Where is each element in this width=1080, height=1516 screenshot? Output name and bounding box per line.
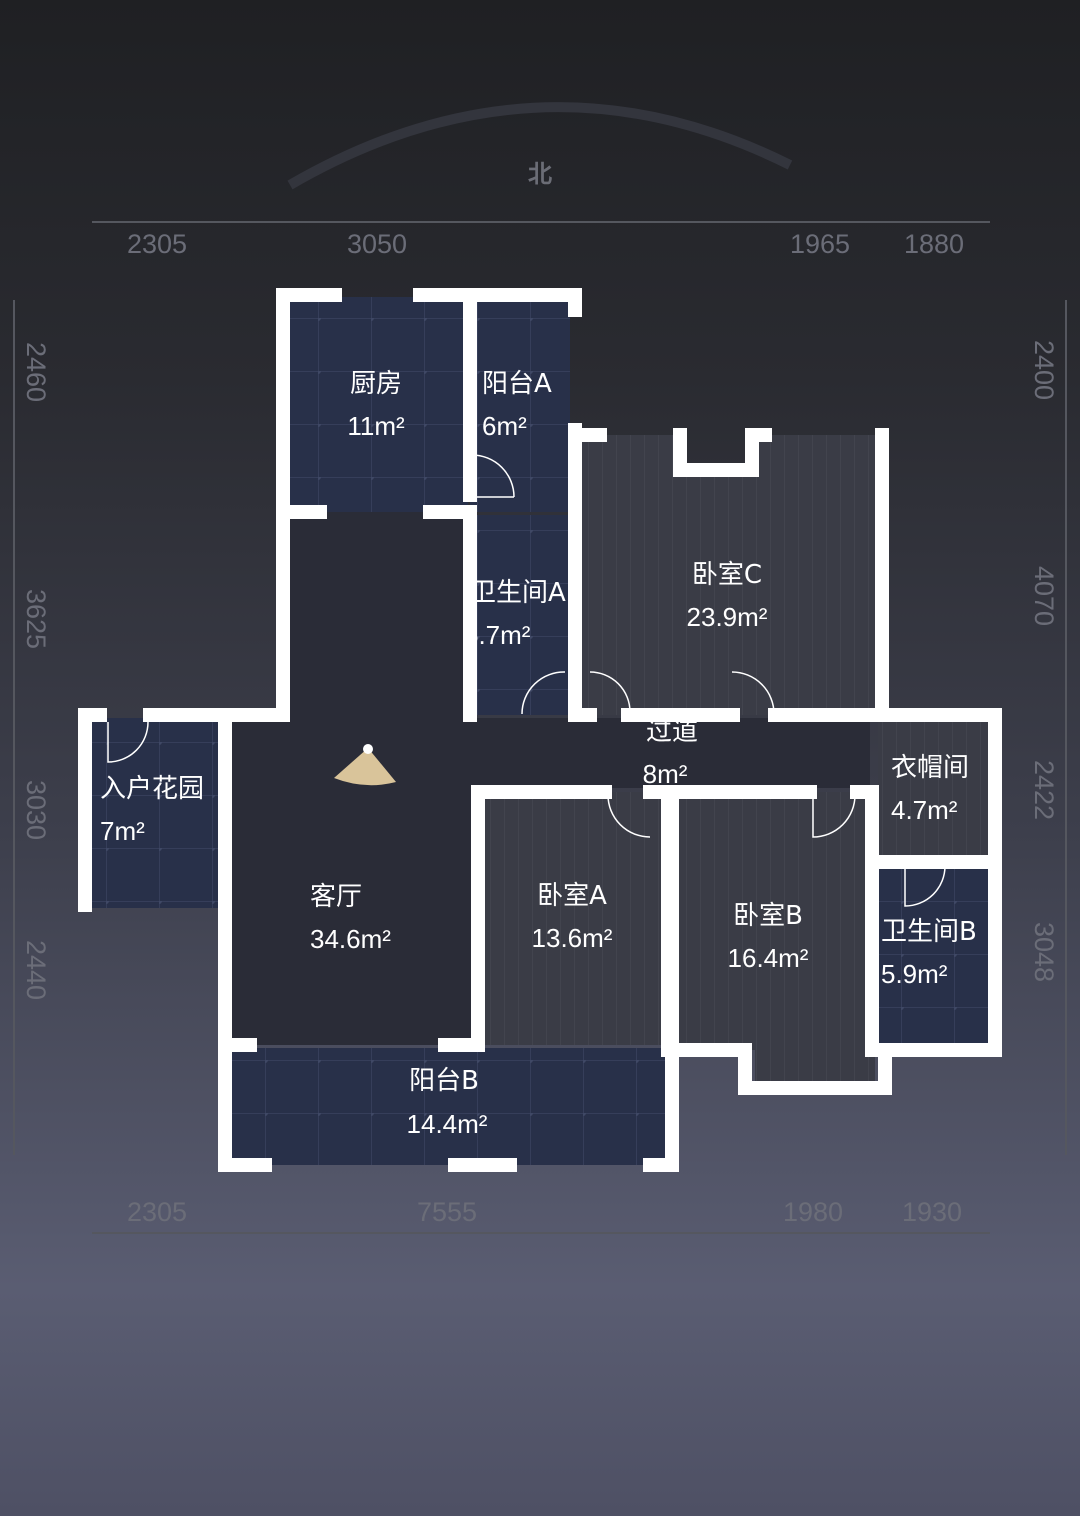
room-area: 8m²: [643, 759, 688, 789]
room-label-entry-garden[interactable]: 入户花园 7m²: [100, 774, 204, 846]
dim-right-2: 4070: [1029, 566, 1059, 626]
dim-top-3: 1965: [790, 229, 850, 259]
room-label-bathroom-b[interactable]: 卫生间B 5.9m²: [881, 917, 977, 989]
room-label-balcony-a[interactable]: 阳台A 6m²: [482, 369, 552, 441]
compass-arc: [287, 102, 793, 190]
dimension-lines: [13, 221, 1067, 1234]
dim-right-1: 2400: [1029, 340, 1059, 400]
dim-bottom-1: 2305: [127, 1197, 187, 1227]
dim-bottom-3: 1980: [783, 1197, 843, 1227]
door-icon: [904, 865, 946, 907]
door-icon: [589, 671, 631, 713]
room-name: 卧室C: [692, 560, 762, 590]
floor-entry-garden: [88, 718, 225, 908]
room-label-bedroom-c[interactable]: 卧室C 23.9m²: [687, 560, 768, 632]
room-area: 5.7m²: [464, 620, 531, 650]
floor-bedroom-b: [668, 792, 875, 1085]
dim-top-1: 2305: [127, 229, 187, 259]
room-name: 阳台A: [482, 369, 552, 399]
room-label-closet[interactable]: 衣帽间 4.7m²: [891, 753, 969, 825]
door-icon: [607, 794, 651, 838]
floor-living-corridor: [225, 512, 870, 1045]
dim-top-2: 3050: [347, 229, 407, 259]
dim-left-3: 3030: [21, 780, 51, 840]
room-area: 7m²: [100, 816, 145, 846]
door-icon: [731, 671, 775, 715]
floor-bedroom-c: [573, 435, 880, 715]
room-label-kitchen[interactable]: 厨房 11m²: [347, 369, 405, 441]
floor-bathroom-a: [470, 515, 570, 715]
room-area: 13.6m²: [532, 923, 613, 953]
dim-right-4: 3048: [1029, 922, 1059, 982]
room-area: 23.9m²: [687, 602, 768, 632]
room-area: 4.7m²: [891, 795, 958, 825]
north-label: 北: [528, 160, 552, 188]
room-name: 阳台B: [409, 1066, 479, 1096]
room-area: 14.4m²: [407, 1109, 488, 1139]
room-label-living-room[interactable]: 客厅 34.6m²: [310, 882, 391, 954]
room-name: 卫生间A: [470, 578, 566, 608]
room-name: 卧室B: [733, 901, 803, 931]
room-name: 卧室A: [537, 881, 607, 911]
room-area: 11m²: [347, 411, 405, 441]
dim-bottom-4: 1930: [902, 1197, 962, 1227]
dim-right-3: 2422: [1029, 760, 1059, 820]
dim-left-2: 3625: [21, 589, 51, 649]
room-name: 卫生间B: [881, 917, 977, 947]
room-area: 5.9m²: [881, 959, 948, 989]
viewpoint-marker-icon[interactable]: [334, 748, 396, 786]
floor-bathroom-b: [878, 862, 993, 1048]
door-icon: [521, 671, 566, 715]
room-label-corridor[interactable]: 过道 8m²: [643, 717, 698, 789]
door-icon: [812, 794, 856, 838]
door-swings: [107, 454, 946, 907]
viewpoint-dot-icon: [363, 744, 373, 754]
room-area: 6m²: [482, 411, 527, 441]
room-name: 客厅: [310, 882, 362, 912]
floor-closet: [878, 718, 993, 858]
room-name: 厨房: [350, 369, 402, 399]
floor-bedroom-a: [480, 792, 665, 1045]
door-icon: [107, 721, 149, 763]
floor-balcony-b: [225, 1048, 670, 1165]
floor-balcony-a: [470, 297, 570, 512]
room-area: 16.4m²: [728, 943, 809, 973]
floor-kitchen: [285, 297, 468, 512]
dim-bottom-2: 7555: [417, 1197, 477, 1227]
room-label-bathroom-a[interactable]: 卫生间A 5.7m²: [464, 578, 566, 650]
room-label-bedroom-b[interactable]: 卧室B 16.4m²: [728, 901, 809, 973]
door-icon: [471, 454, 515, 498]
room-name: 过道: [646, 717, 698, 747]
room-area: 34.6m²: [310, 924, 391, 954]
dim-left-1: 2460: [21, 342, 51, 402]
room-label-balcony-b[interactable]: 阳台B 14.4m²: [407, 1066, 488, 1139]
dim-left-4: 2440: [21, 940, 51, 1000]
dim-top-4: 1880: [904, 229, 964, 259]
room-name: 衣帽间: [891, 753, 969, 783]
room-name: 入户花园: [100, 774, 204, 804]
walls: [78, 288, 1002, 1172]
room-label-bedroom-a[interactable]: 卧室A 13.6m²: [532, 881, 613, 953]
